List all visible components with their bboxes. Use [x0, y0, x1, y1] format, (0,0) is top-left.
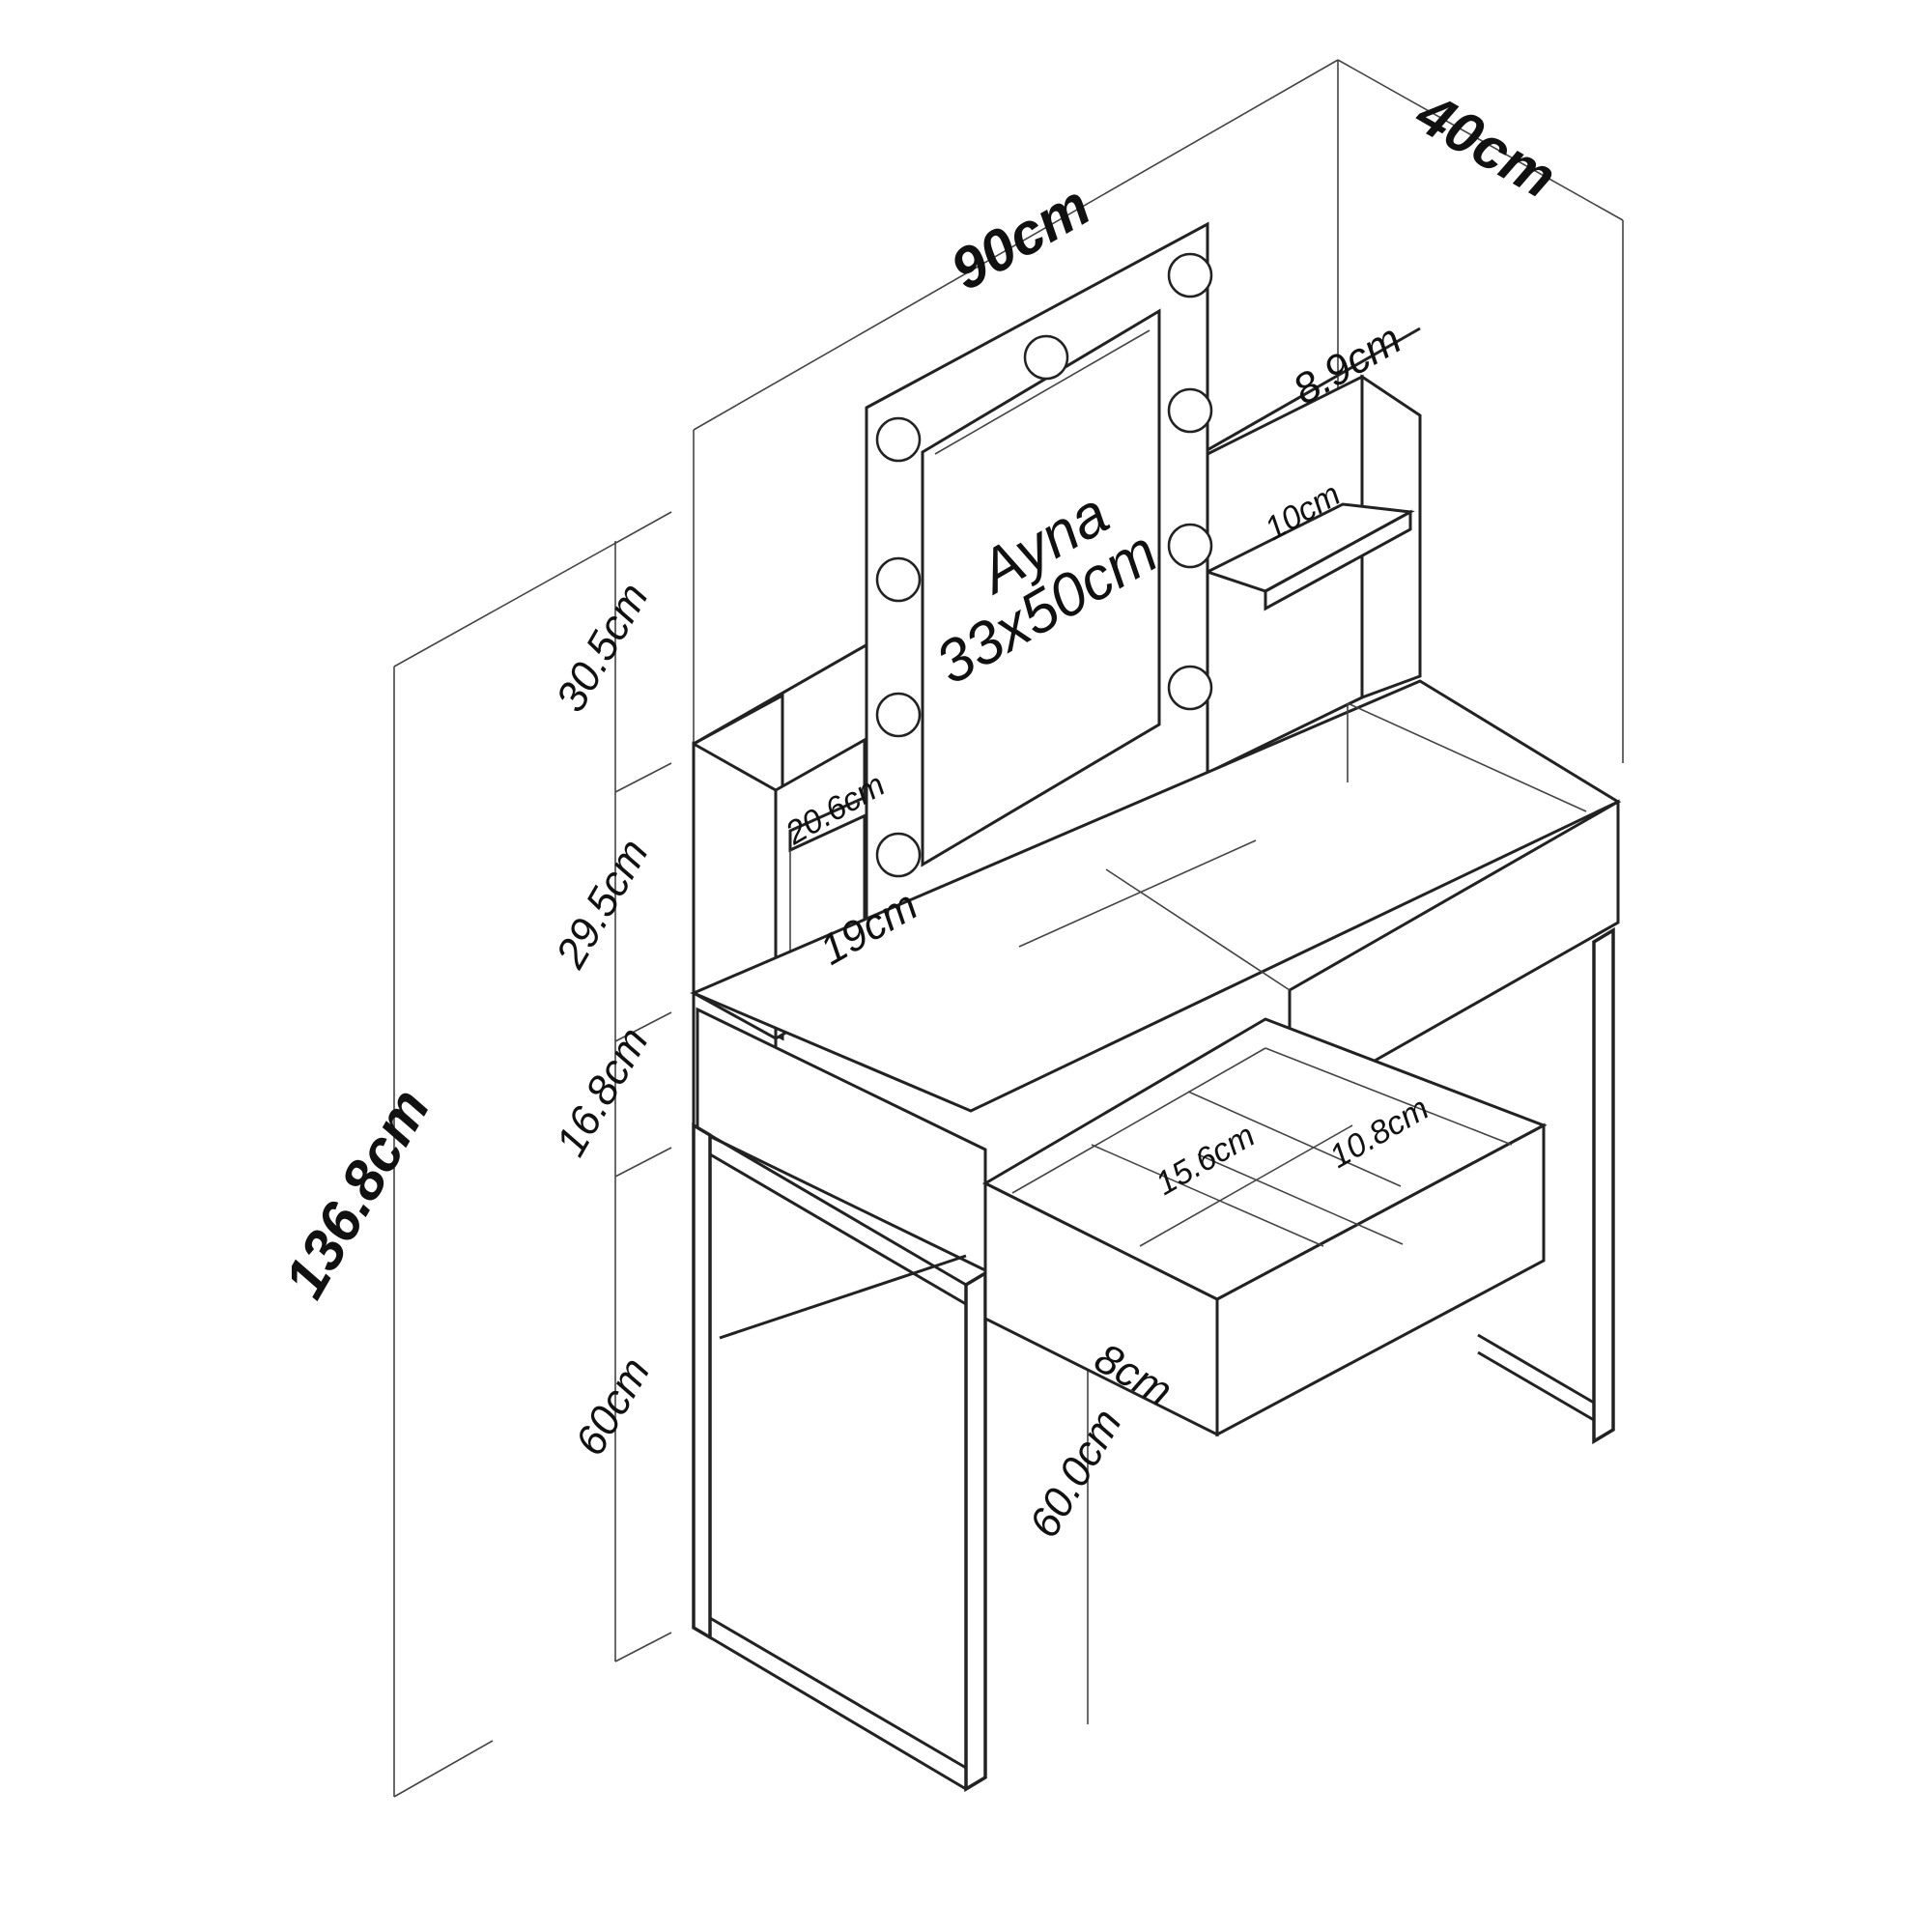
desk-body: [690, 679, 1622, 1285]
depth-label: 40cm: [1406, 80, 1567, 211]
open-drawer: [981, 1017, 1548, 1437]
shelf-section-height-label: 29.5cm: [547, 832, 658, 977]
bulb-icon: [875, 416, 922, 463]
leg-height-front-label: 60.0cm: [1020, 1402, 1131, 1546]
total-height-label: 136.8cm: [271, 1078, 441, 1309]
drawer-section-height-label: 16.8cm: [547, 1020, 658, 1164]
bulb-icon: [875, 692, 922, 738]
mirror-section-height-label: 30.5cm: [547, 576, 658, 720]
bulb-icon: [1167, 523, 1213, 569]
leg-height-label: 60cm: [566, 1350, 659, 1463]
bulb-icon: [1167, 665, 1213, 711]
bulb-icon: [875, 556, 922, 603]
bulb-icon: [1167, 387, 1213, 434]
bulb-icon: [875, 832, 922, 878]
dimension-lines: [393, 59, 1624, 1798]
legs: [692, 926, 1615, 1793]
right-tower: [1204, 374, 1422, 776]
bulb-icon: [1023, 334, 1069, 381]
width-label: 90cm: [940, 173, 1100, 303]
mirror: [865, 221, 1213, 959]
bulb-icon: [1167, 252, 1213, 298]
